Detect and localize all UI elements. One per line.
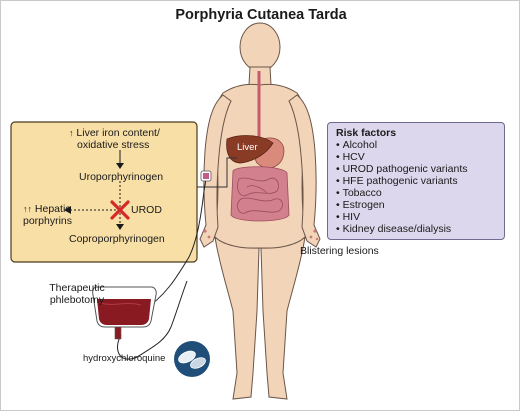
up-arrow-icon: ↑ bbox=[69, 128, 74, 138]
double-up-arrow-icon: ↑↑ bbox=[23, 204, 32, 214]
risk-factor-item: Kidney disease/dialysis bbox=[336, 223, 496, 235]
phlebotomy-label: Therapeutic phlebotomy bbox=[49, 282, 105, 306]
coproporphyrinogen-label: Coproporphyrinogen bbox=[69, 233, 165, 245]
blister-lesions-marks bbox=[203, 229, 319, 241]
liver-connector-line bbox=[197, 157, 237, 188]
iron-stress-label: ↑ Liver iron content/ bbox=[69, 127, 160, 139]
hepatic-porphyrins-label: ↑↑ Hepatic bbox=[23, 203, 71, 215]
uroporphyrinogen-label: Uroporphyrinogen bbox=[79, 171, 164, 183]
pathway-box bbox=[10, 121, 198, 263]
iv-tubing-loop bbox=[117, 326, 172, 360]
risk-factors-title: Risk factors bbox=[336, 127, 397, 139]
blood-bag-icon bbox=[92, 286, 157, 340]
risk-factors-box: Risk factors Alcohol HCV UROD pathogenic… bbox=[327, 122, 505, 240]
liver-icon bbox=[226, 135, 274, 164]
left-arrow-icon bbox=[64, 206, 71, 214]
down-arrow-icon bbox=[116, 224, 124, 230]
figure-title: Porphyria Cutanea Tarda bbox=[175, 7, 347, 23]
hydroxychloroquine-label: hydroxychloroquine bbox=[83, 353, 166, 364]
risk-factor-item: UROD pathogenic variants bbox=[336, 163, 496, 175]
iv-tubing-lower bbox=[170, 280, 188, 328]
hepatic-porphyrins-label-line2: porphyrins bbox=[23, 215, 73, 227]
intestine-icon bbox=[230, 166, 290, 222]
blistering-lesions-label: Blistering lesions bbox=[300, 245, 379, 257]
iv-tubing bbox=[141, 178, 207, 312]
red-x-icon bbox=[110, 200, 130, 220]
risk-factor-item: HCV bbox=[336, 151, 496, 163]
liver-label: Liver bbox=[237, 142, 258, 153]
down-arrow-icon bbox=[116, 150, 124, 169]
iv-cannula-icon bbox=[200, 170, 212, 182]
risk-factor-item: HIV bbox=[336, 211, 496, 223]
risk-factors-list: Alcohol HCV UROD pathogenic variants HFE… bbox=[336, 139, 496, 235]
risk-factor-item: Alcohol bbox=[336, 139, 496, 151]
risk-factor-item: Estrogen bbox=[336, 199, 496, 211]
risk-factor-item: HFE pathogenic variants bbox=[336, 175, 496, 187]
risk-factor-item: Tobacco bbox=[336, 187, 496, 199]
iron-stress-label-line2: oxidative stress bbox=[77, 139, 150, 151]
urod-label: UROD bbox=[131, 204, 162, 216]
pill-icon bbox=[174, 341, 210, 377]
